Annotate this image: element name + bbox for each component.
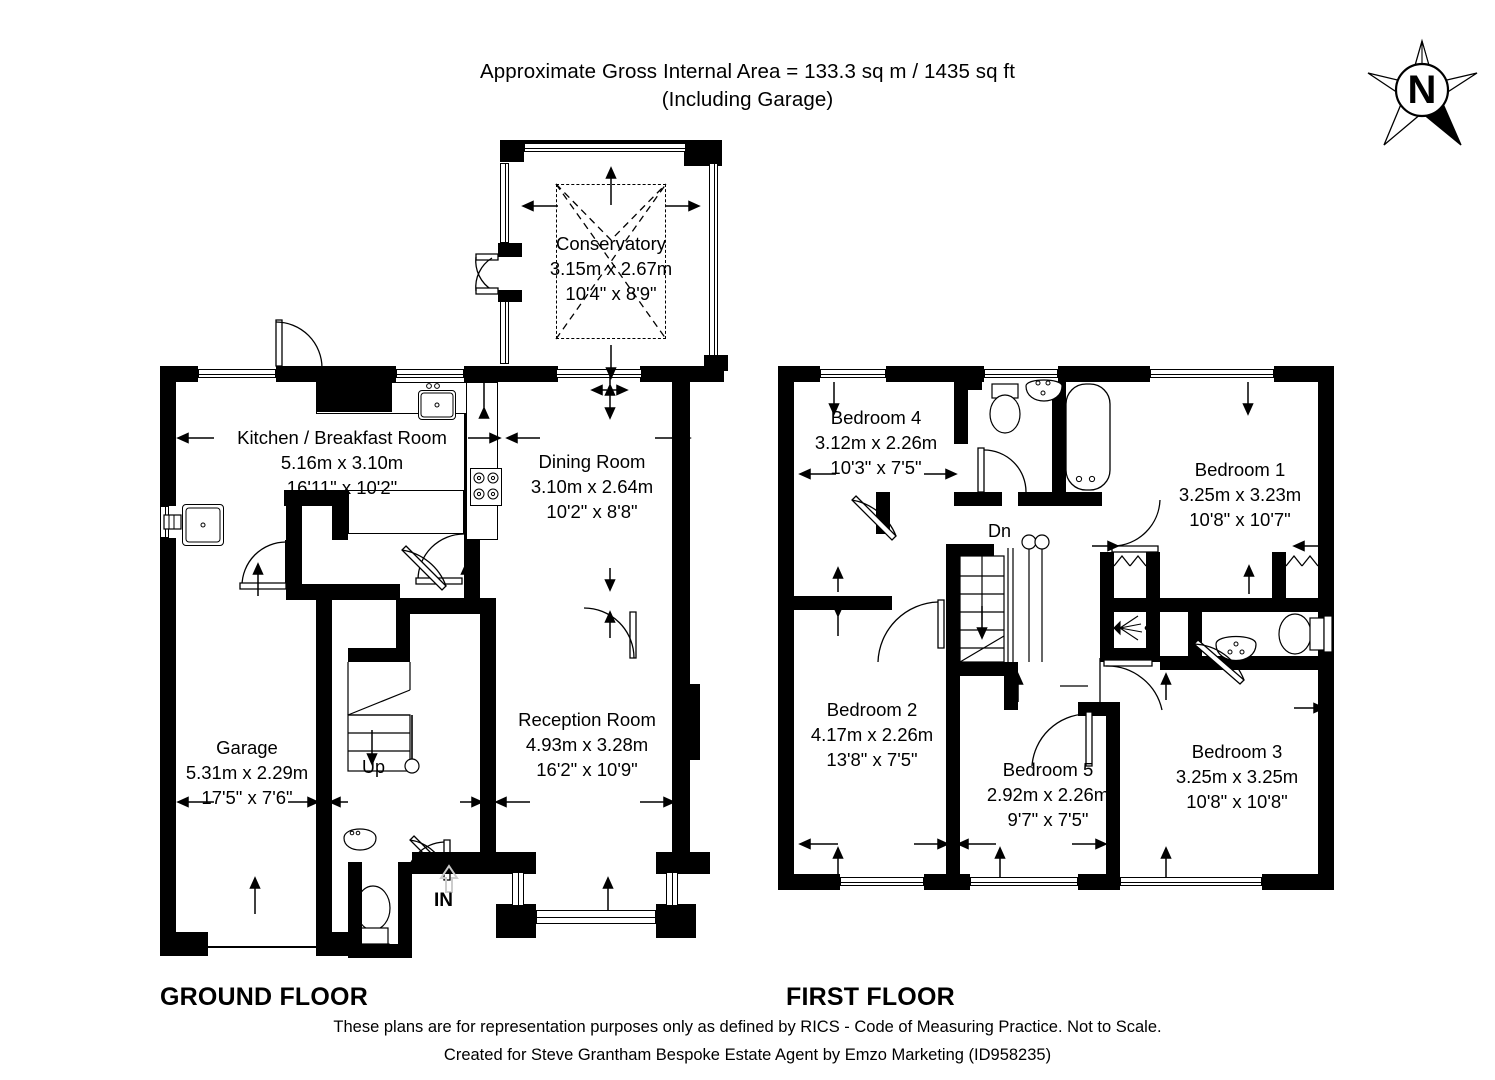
room-name: Kitchen / Breakfast Room — [237, 427, 447, 448]
room-imperial: 9'7" x 7'5" — [1007, 809, 1089, 830]
room-kitchen-breakfast: Kitchen / Breakfast Room 5.16m x 3.10m 1… — [210, 425, 474, 500]
first-floor-title: FIRST FLOOR — [786, 983, 955, 1011]
kitchen-island — [348, 490, 464, 534]
kitchen-sink — [418, 390, 456, 420]
room-name: Garage — [216, 737, 278, 758]
room-name: Bedroom 4 — [830, 407, 922, 428]
north-letter: N — [1408, 68, 1437, 112]
stairs-up-label: Up — [362, 757, 386, 777]
room-imperial: 10'8" x 10'8" — [1186, 791, 1288, 812]
kitchen-hob — [470, 468, 502, 506]
room-name: Bedroom 2 — [826, 699, 918, 720]
room-imperial: 13'8" x 7'5" — [826, 749, 918, 770]
room-imperial: 16'2" x 10'9" — [536, 759, 638, 780]
room-name: Bedroom 3 — [1191, 741, 1283, 762]
north-arrow-icon: N — [1360, 33, 1485, 158]
room-name: Dining Room — [538, 451, 646, 472]
room-conservatory: Conservatory 3.15m x 2.67m 10'4" x 8'9" — [500, 231, 722, 306]
room-bedroom-3: Bedroom 3 3.25m x 3.25m 10'8" x 10'8" — [1142, 739, 1332, 814]
room-metric: 5.16m x 3.10m — [280, 452, 404, 473]
room-metric: 2.92m x 2.26m — [986, 784, 1110, 805]
room-bedroom-1: Bedroom 1 3.25m x 3.23m 10'8" x 10'7" — [1150, 457, 1330, 532]
room-metric: 3.12m x 2.26m — [814, 432, 938, 453]
disclaimer-line: These plans are for representation purpo… — [333, 1018, 1162, 1036]
entrance-label: IN — [434, 890, 453, 911]
room-imperial: 16'11" x 10'2" — [286, 477, 398, 498]
room-metric: 4.93m x 3.28m — [525, 734, 649, 755]
room-imperial: 17'5" x 7'6" — [201, 787, 293, 808]
room-reception: Reception Room 4.93m x 3.28m 16'2" x 10'… — [497, 707, 677, 782]
room-metric: 3.25m x 3.25m — [1175, 766, 1299, 787]
room-name: Conservatory — [555, 233, 666, 254]
gross-area-line-1: Approximate Gross Internal Area = 133.3 … — [480, 60, 1015, 83]
room-name: Bedroom 5 — [1002, 759, 1094, 780]
stairs-down-label: Dn — [988, 521, 1012, 541]
room-bedroom-4: Bedroom 4 3.12m x 2.26m 10'3" x 7'5" — [800, 405, 952, 480]
room-metric: 3.10m x 2.64m — [530, 476, 654, 497]
utility-basin — [182, 504, 224, 546]
room-metric: 5.31m x 2.29m — [185, 762, 309, 783]
gross-area-line-2: (Including Garage) — [661, 88, 834, 111]
room-dining: Dining Room 3.10m x 2.64m 10'2" x 8'8" — [502, 449, 682, 524]
room-metric: 3.15m x 2.67m — [549, 258, 673, 279]
room-garage: Garage 5.31m x 2.29m 17'5" x 7'6" — [172, 735, 322, 810]
room-bedroom-2: Bedroom 2 4.17m x 2.26m 13'8" x 7'5" — [792, 697, 952, 772]
room-imperial: 10'8" x 10'7" — [1189, 509, 1291, 530]
room-imperial: 10'4" x 8'9" — [565, 283, 657, 304]
room-metric: 4.17m x 2.26m — [810, 724, 934, 745]
room-imperial: 10'3" x 7'5" — [830, 457, 922, 478]
ground-floor-title: GROUND FLOOR — [160, 983, 368, 1011]
room-name: Reception Room — [518, 709, 656, 730]
room-imperial: 10'2" x 8'8" — [546, 501, 638, 522]
credits-line: Created for Steve Grantham Bespoke Estat… — [443, 1046, 1052, 1064]
room-metric: 3.25m x 3.23m — [1178, 484, 1302, 505]
room-name: Bedroom 1 — [1194, 459, 1286, 480]
room-bedroom-5: Bedroom 5 2.92m x 2.26m 9'7" x 7'5" — [958, 757, 1138, 832]
